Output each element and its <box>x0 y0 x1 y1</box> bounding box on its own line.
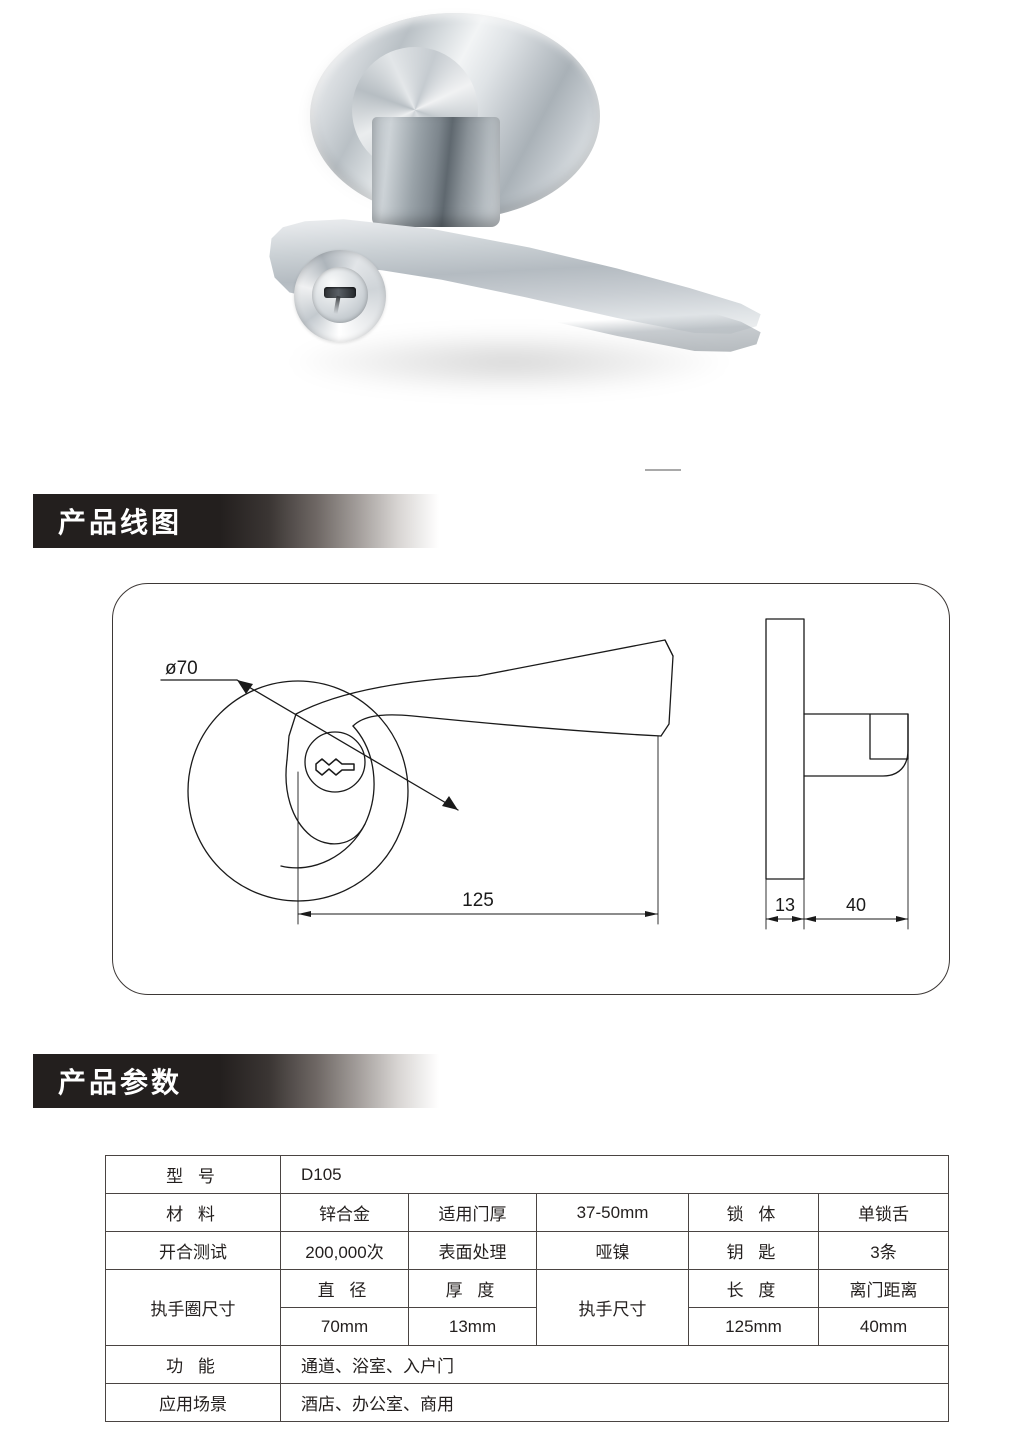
lever-end-cap <box>664 639 674 657</box>
row-value-application: 酒店、办公室、商用 <box>279 1383 950 1422</box>
lever-outline-bottom <box>352 714 662 737</box>
dim-arrow-125-right <box>645 911 658 917</box>
row-label-rose-dimensions: 执手圈尺寸 <box>105 1269 281 1346</box>
table-row: 功 能 通道、浴室、入户门 <box>105 1345 950 1384</box>
dim-arrow-40-right <box>896 916 908 922</box>
dim-label-diameter: ø70 <box>165 658 198 679</box>
dim-label-projection: 40 <box>846 895 866 915</box>
dim-arrow-13-right <box>792 916 804 922</box>
product-photo <box>250 5 850 415</box>
dim-arrow-125-left <box>298 911 311 917</box>
row-label-model: 型 号 <box>105 1155 281 1194</box>
cell-thickness-value: 13mm <box>408 1307 537 1346</box>
cell-thickness-label: 厚 度 <box>408 1269 537 1308</box>
keyhole-circle <box>304 731 366 793</box>
cell-material-value: 锌合金 <box>280 1193 409 1232</box>
key-profile-icon <box>315 758 355 776</box>
keyhole-icon <box>324 287 356 298</box>
lever-scoop-left <box>285 759 366 845</box>
lever-scoop-right <box>280 725 375 869</box>
side-rose-plate <box>765 618 805 880</box>
cell-lock-body-value: 单锁舌 <box>817 1193 950 1232</box>
cell-diameter-value: 70mm <box>280 1307 409 1346</box>
diameter-leader-line <box>236 679 459 811</box>
cell-surface-finish-value: 哑镍 <box>536 1231 689 1270</box>
row-value-function: 通道、浴室、入户门 <box>279 1345 950 1384</box>
diameter-arrow-right <box>442 796 458 810</box>
row-value-model: D105 <box>279 1155 950 1194</box>
line-drawing-panel: ø70 125 13 40 <box>112 583 950 995</box>
cell-length-label: 长 度 <box>688 1269 819 1308</box>
table-row: 70mm 13mm 125mm 40mm <box>106 1307 950 1346</box>
dim-label-length: 125 <box>462 890 494 911</box>
cell-lever-dimensions-label: 执手尺寸 <box>536 1269 689 1346</box>
dim-arrow-13-left <box>766 916 778 922</box>
cell-lock-body-label: 锁 体 <box>688 1193 819 1232</box>
technical-drawing: ø70 125 13 40 <box>160 618 909 930</box>
table-row: 材 料 锌合金 适用门厚 37-50mm 锁 体 单锁舌 <box>105 1193 950 1232</box>
table-row: 执手圈尺寸 直 径 厚 度 执手尺寸 长 度 离门距离 <box>105 1269 950 1346</box>
cell-door-distance-label: 离门距离 <box>817 1269 950 1308</box>
cell-cycle-test-value: 200,000次 <box>280 1231 409 1270</box>
lever-neck <box>372 117 500 227</box>
section-title-parameters: 产品参数 <box>58 1067 183 1098</box>
table-row: 应用场景 酒店、办公室、商用 <box>105 1383 950 1422</box>
lever-neck-left <box>286 713 297 761</box>
cell-door-thickness-label: 适用门厚 <box>408 1193 537 1232</box>
cell-door-distance-value: 40mm <box>817 1307 950 1346</box>
section-title-line-drawing: 产品线图 <box>58 507 183 538</box>
row-label-function: 功 能 <box>105 1345 281 1384</box>
cell-surface-finish-label: 表面处理 <box>408 1231 537 1270</box>
cell-length-value: 125mm <box>688 1307 819 1346</box>
table-row: 型 号 D105 <box>105 1155 950 1194</box>
section-banner-line-drawing: 产品线图 <box>33 494 439 548</box>
side-lever-body <box>803 713 909 777</box>
table-row: 开合测试 200,000次 表面处理 哑镍 钥 匙 3条 <box>105 1231 950 1270</box>
product-photo-section <box>0 0 1024 471</box>
lever-outline-top <box>295 639 674 737</box>
product-parameter-table: 型 号 D105 材 料 锌合金 适用门厚 37-50mm 锁 体 单锁舌 开合… <box>105 1155 950 1422</box>
dim-label-thickness: 13 <box>775 895 795 915</box>
diameter-arrow-left <box>237 680 253 694</box>
section-banner-parameters: 产品参数 <box>33 1054 439 1108</box>
row-label-material: 材 料 <box>105 1193 281 1232</box>
row-label-application: 应用场景 <box>105 1383 281 1422</box>
divider-mark <box>645 469 681 471</box>
cell-door-thickness-value: 37-50mm <box>536 1193 689 1232</box>
dim-arrow-40-left <box>804 916 816 922</box>
cell-key-value: 3条 <box>817 1231 950 1270</box>
cell-key-label: 钥 匙 <box>688 1231 819 1270</box>
side-notch <box>803 713 909 760</box>
row-label-cycle-test: 开合测试 <box>105 1231 281 1270</box>
cell-diameter-label: 直 径 <box>280 1269 409 1308</box>
